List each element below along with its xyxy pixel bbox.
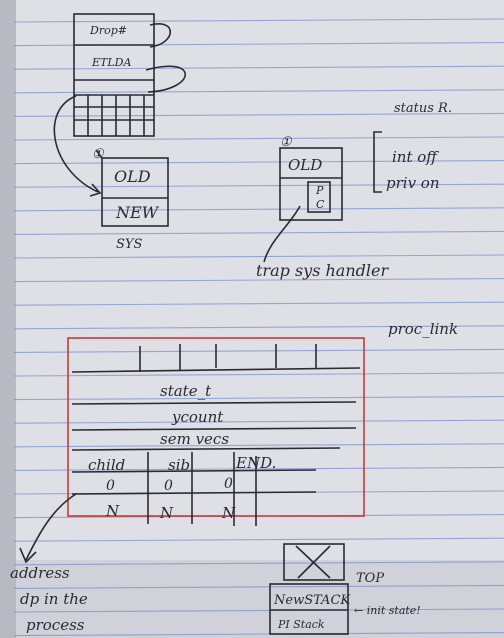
rule-line (13, 632, 504, 637)
rule-line (13, 608, 504, 613)
stack-new: NewSTACK (273, 593, 351, 608)
pc-subbox (307, 181, 331, 213)
rule-line (13, 254, 504, 259)
proc-title: proc_link (388, 320, 458, 338)
rule-line (13, 183, 504, 188)
rule-line (13, 584, 504, 589)
loop-arrow-top (149, 23, 172, 48)
stack-top-label: TOP (356, 571, 384, 586)
ruled-lines (13, 18, 504, 637)
handler-number: ① (92, 147, 105, 162)
handler-diagram (53, 13, 187, 227)
status-box (279, 147, 343, 221)
proc-n-1: N (105, 502, 120, 520)
label-etlda: ETLDA (91, 56, 131, 69)
rule-line (13, 466, 504, 471)
proc-col-sib: sib (168, 456, 190, 474)
status-caption: trap sys handler (256, 261, 389, 280)
address-arrow (25, 493, 77, 561)
caption-arrow (263, 205, 301, 263)
rule-line (13, 65, 504, 70)
rule-line (13, 160, 504, 165)
label-old: OLD (114, 167, 151, 186)
left-shadow (0, 0, 16, 638)
proc-row-state: state_t (160, 382, 212, 400)
rule-line (13, 396, 504, 401)
bracket (373, 131, 382, 193)
stack-body (269, 583, 349, 635)
bottom-shadow (0, 560, 504, 638)
proc-n-2: N (159, 504, 174, 522)
label-sys: SYS (116, 237, 142, 252)
label-new: NEW (115, 203, 160, 222)
proc-row-ycount: ycount (171, 408, 224, 426)
rule-line (13, 537, 504, 542)
rule-line (13, 372, 504, 377)
proc-zero-1: 0 (106, 478, 115, 494)
status-p: P (315, 184, 324, 197)
note-process: process (26, 616, 85, 634)
area-box (73, 13, 155, 137)
proc-col-end: END. (235, 454, 276, 472)
note-dp: dp in the (20, 590, 88, 608)
status-c: C (316, 198, 325, 211)
rule-line (13, 112, 504, 117)
status-number: ① (280, 135, 293, 150)
loop-arrow-mid (145, 65, 187, 93)
rule-line (13, 18, 504, 23)
flag-priv-on: priv on (386, 174, 440, 192)
stack-note: ← init state! (354, 604, 421, 617)
rule-line (13, 348, 504, 353)
rule-line (13, 89, 504, 94)
rule-line (13, 325, 504, 330)
proc-row-sem: sem vecs (160, 430, 229, 448)
rule-line (13, 443, 504, 448)
rule-line (13, 207, 504, 212)
rule-line (13, 230, 504, 235)
proc-col-child: child (88, 456, 125, 474)
proc-zero-3: 0 (224, 476, 233, 492)
old-new-box (101, 157, 169, 227)
status-title: status R. (394, 101, 452, 116)
flag-int-off: int off (392, 148, 439, 166)
proc-n-3: N (221, 504, 236, 522)
rule-line (13, 561, 504, 566)
curve-to-old (53, 95, 99, 193)
status-diagram (263, 131, 382, 263)
rule-line (13, 136, 504, 141)
stack-diagram (269, 543, 349, 635)
rule-line (13, 301, 504, 306)
rule-line (13, 278, 504, 283)
rule-line (13, 419, 504, 424)
status-old: OLD (288, 156, 322, 174)
proc-zero-2: 0 (164, 478, 173, 494)
proc-outline (67, 337, 365, 517)
label-drop: Drop# (89, 24, 127, 37)
proc-diagram (19, 337, 365, 564)
stack-top-box (283, 543, 345, 581)
note-address: address (10, 564, 70, 582)
stack-pi: PI Stack (277, 618, 325, 631)
